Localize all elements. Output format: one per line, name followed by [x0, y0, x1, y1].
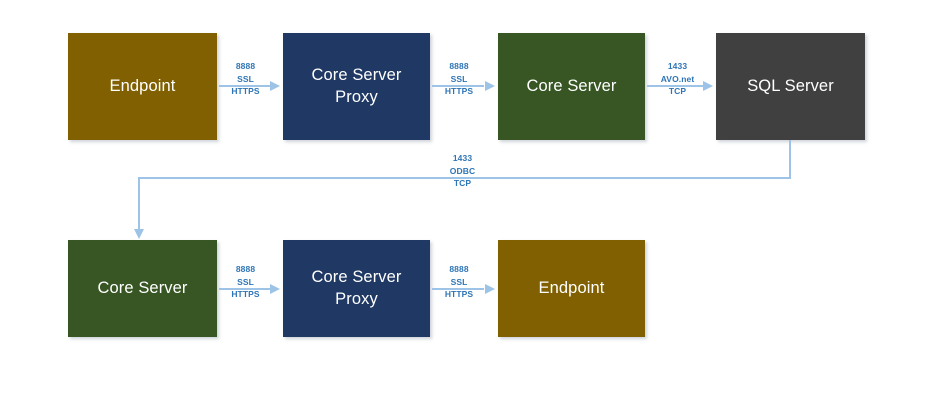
node-label: Core Server — [97, 278, 188, 297]
connector-port: 8888 — [449, 264, 469, 274]
node-endpoint-bottom[interactable]: Endpoint — [498, 240, 645, 337]
connector-line-sql-to-core-bottom-horizontal — [138, 177, 791, 179]
connector-transport: HTTPS — [444, 289, 474, 299]
connector-arrow-proxy-bottom-to-endpoint-bottom — [485, 283, 495, 294]
connector-label-core-bottom-to-proxy-bottom: 8888 SSL HTTPS — [218, 263, 273, 301]
connector-protocol: AVO.net — [659, 72, 696, 85]
connector-arrow-endpoint-top-to-proxy-top — [270, 80, 280, 91]
connector-line-proxy-top-to-core-top — [432, 85, 484, 87]
connector-transport: HTTPS — [444, 86, 474, 96]
node-label: Core Server Proxy — [311, 268, 402, 308]
connector-line-sql-to-core-bottom-vertical-right — [789, 140, 791, 178]
connector-transport: TCP — [453, 178, 472, 188]
node-core-server-proxy-top[interactable]: Core Server Proxy — [283, 33, 430, 140]
node-core-server-proxy-bottom[interactable]: Core Server Proxy — [283, 240, 430, 337]
node-label: Core Server — [526, 76, 617, 95]
node-core-server-top[interactable]: Core Server — [498, 33, 645, 140]
connector-line-proxy-bottom-to-endpoint-bottom — [432, 288, 484, 290]
connector-transport: TCP — [668, 86, 687, 96]
connector-arrow-sql-to-core-bottom — [133, 229, 144, 239]
connector-line-sql-to-core-bottom-vertical-left — [138, 177, 140, 230]
connector-label-proxy-bottom-to-endpoint-bottom: 8888 SSL HTTPS — [432, 263, 486, 301]
connector-port: 8888 — [235, 264, 256, 274]
connector-port: 1433 — [452, 153, 473, 163]
connector-line-endpoint-top-to-proxy-top — [219, 85, 271, 87]
node-label: Endpoint — [538, 278, 605, 297]
connector-line-core-top-to-sql — [647, 85, 704, 87]
connector-transport: HTTPS — [231, 289, 260, 299]
connector-protocol: SSL — [236, 275, 255, 288]
connector-protocol: SSL — [236, 72, 255, 85]
connector-arrow-proxy-top-to-core-top — [485, 80, 495, 91]
node-label: SQL Server — [747, 76, 834, 95]
connector-protocol: ODBC — [448, 164, 477, 177]
node-endpoint-top[interactable]: Endpoint — [68, 33, 217, 140]
connector-arrow-core-bottom-to-proxy-bottom — [270, 283, 280, 294]
connector-label-sql-to-core-bottom: 1433 ODBC TCP — [435, 152, 490, 190]
connector-label-proxy-top-to-core-top: 8888 SSL HTTPS — [432, 60, 486, 98]
connector-port: 1433 — [667, 61, 688, 71]
node-sql-server[interactable]: SQL Server — [716, 33, 865, 140]
node-label: Core Server Proxy — [311, 66, 402, 106]
connector-port: 8888 — [449, 61, 469, 71]
connector-label-endpoint-top-to-proxy-top: 8888 SSL HTTPS — [218, 60, 273, 98]
node-core-server-bottom[interactable]: Core Server — [68, 240, 217, 337]
node-label: Endpoint — [109, 76, 176, 95]
connector-protocol: SSL — [449, 72, 469, 85]
connector-line-core-bottom-to-proxy-bottom — [219, 288, 271, 290]
connector-transport: HTTPS — [231, 86, 260, 96]
connector-port: 8888 — [235, 61, 256, 71]
connector-label-core-top-to-sql: 1433 AVO.net TCP — [648, 60, 707, 98]
connector-protocol: SSL — [449, 275, 469, 288]
connector-arrow-core-top-to-sql — [703, 80, 713, 91]
